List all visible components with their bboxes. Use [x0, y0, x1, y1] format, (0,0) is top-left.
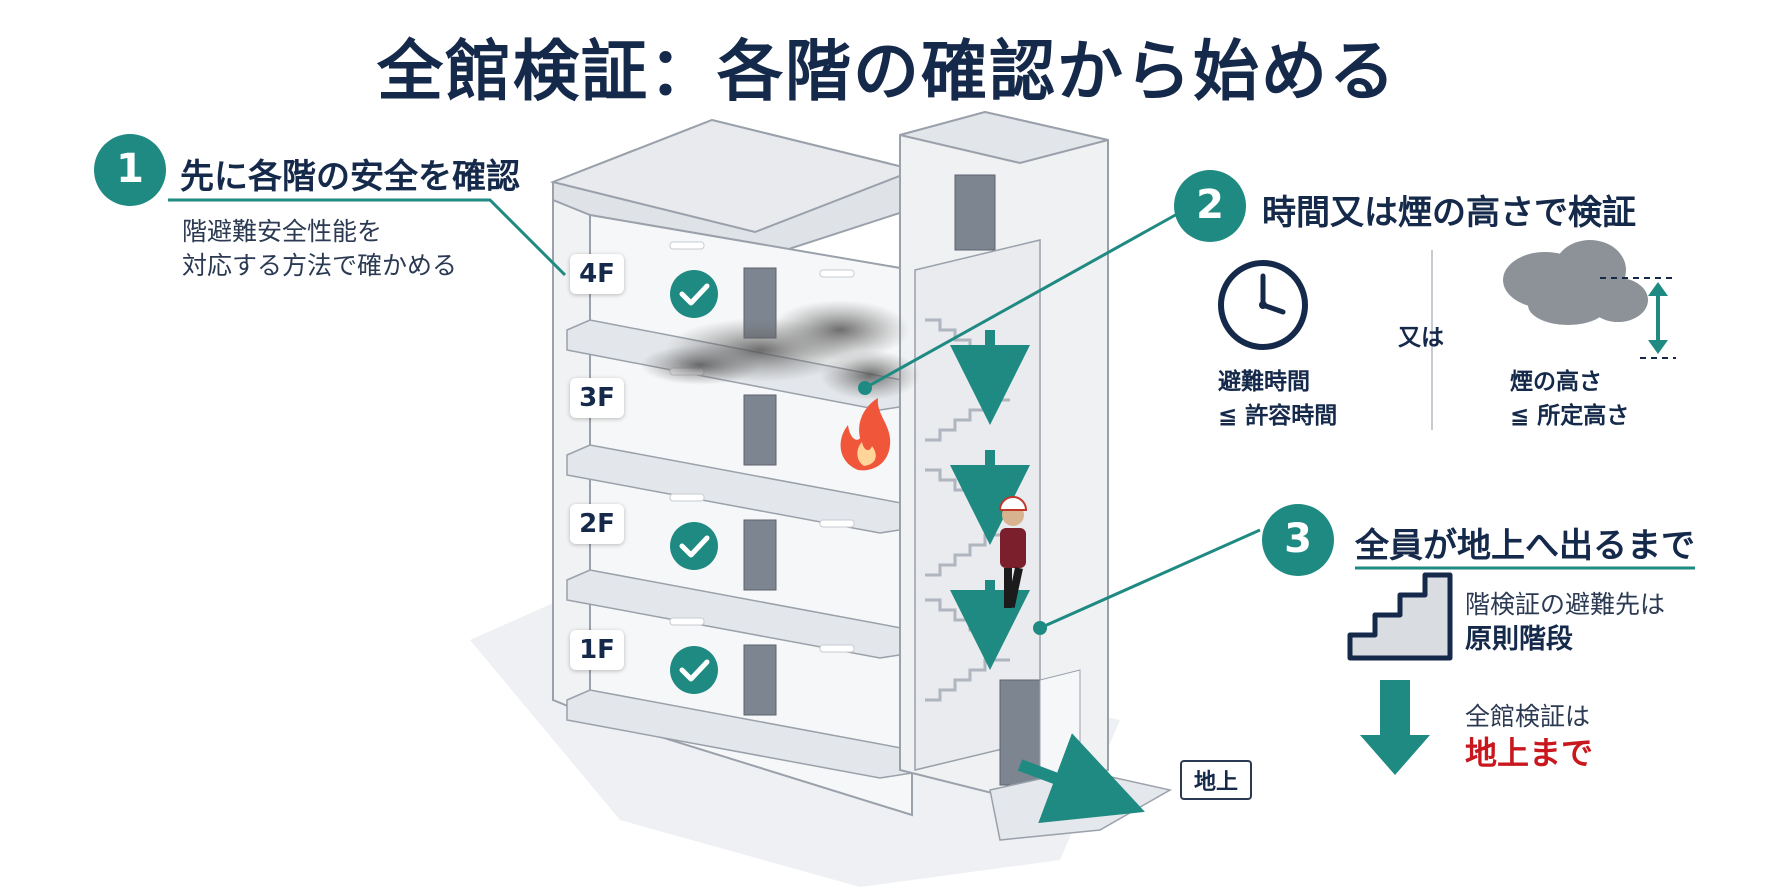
or-label: 又は — [1398, 325, 1444, 351]
time-label: 避難時間 — [1218, 369, 1310, 395]
evacuation-arrows — [950, 330, 1145, 824]
arrow-icon — [1360, 680, 1430, 775]
fire-icon — [840, 398, 891, 471]
step3-badge — [1262, 504, 1334, 576]
time-compare: ≦ 許容時間 — [1218, 403, 1338, 429]
floor-label-3f: 3F — [570, 378, 624, 418]
step1-badge — [94, 134, 166, 206]
stair-note-line1: 階検証の避難先は — [1465, 590, 1666, 619]
full-note: 全館検証は 地上まで — [1465, 700, 1593, 772]
leader-lines — [168, 198, 1695, 635]
stairs-icon — [1347, 572, 1453, 661]
step1-line: 階避難安全性能を — [182, 217, 383, 246]
time-condition: 避難時間 ≦ 許容時間 — [1218, 365, 1337, 433]
floor-label-1f: 1F — [570, 630, 624, 670]
stair-note: 階検証の避難先は 原則階段 — [1465, 588, 1665, 658]
smoke-cloud — [640, 300, 920, 400]
check-icon — [670, 270, 718, 318]
person-figure — [998, 496, 1028, 608]
smoke-label: 煙の高さ — [1510, 369, 1602, 395]
smoke-compare: ≦ 所定高さ — [1510, 403, 1630, 429]
smoke-icon — [1503, 240, 1648, 325]
step1-number: 1 — [116, 146, 144, 192]
step1-line: 対応する方法で確かめる — [182, 251, 458, 280]
height-arrow-icon — [1600, 277, 1676, 359]
floor-label-4f: 4F — [570, 254, 624, 294]
page-title: 全館検証：各階の確認から始める — [377, 33, 1397, 110]
check-icon — [670, 522, 718, 570]
stair-note-line2: 原則階段 — [1465, 624, 1573, 655]
step2-heading: 時間又は煙の高さで検証 — [1262, 193, 1636, 233]
step1-text: 階避難安全性能を 対応する方法で確かめる — [182, 215, 457, 283]
step3-heading: 全員が地上へ出るまで — [1355, 526, 1695, 566]
ground-label: 地上 — [1180, 760, 1253, 800]
step1-heading: 先に各階の安全を確認 — [180, 157, 520, 197]
full-note-line2: 地上まで — [1465, 734, 1594, 772]
step2-badge — [1174, 170, 1246, 242]
smoke-condition: 煙の高さ ≦ 所定高さ — [1510, 365, 1629, 433]
full-note-line1: 全館検証は — [1465, 702, 1591, 731]
stair-tower — [899, 110, 1173, 841]
step3-number: 3 — [1284, 516, 1312, 562]
clock-icon — [1218, 260, 1308, 350]
step2-number: 2 — [1196, 182, 1224, 228]
floor-label-2f: 2F — [570, 504, 624, 544]
check-icon — [670, 646, 718, 694]
